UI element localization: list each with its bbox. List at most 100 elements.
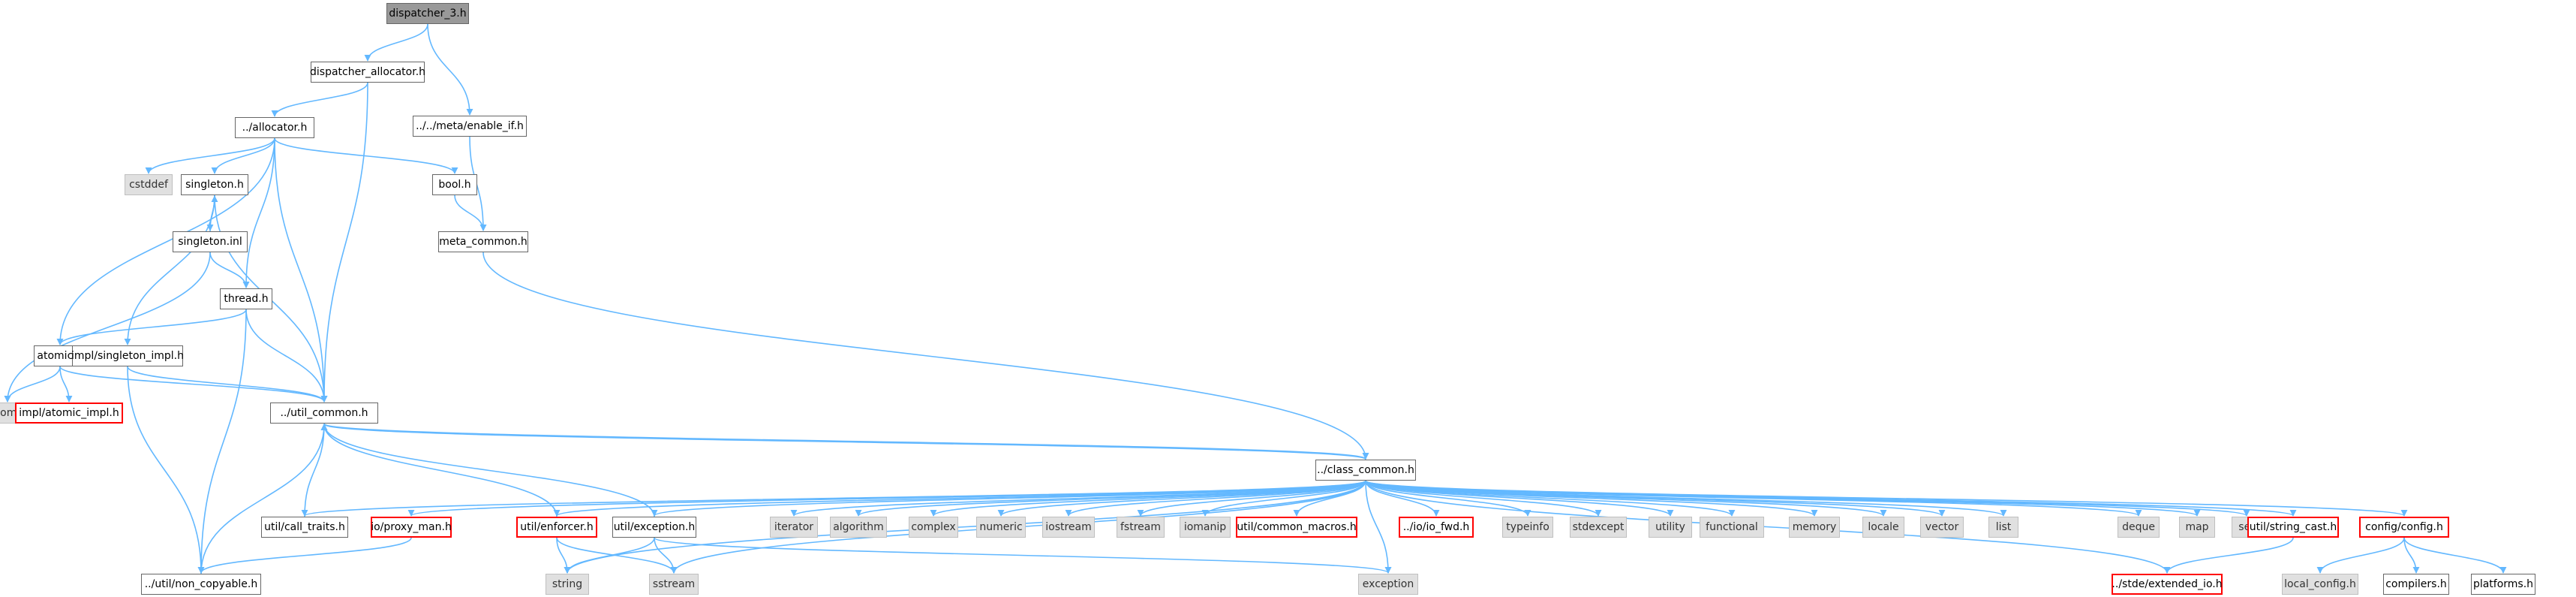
edge-allocator-to-atomic-h [56,137,275,345]
edge-dispatcher-3-to-enable-if [427,23,473,116]
edge-dispatcher-allocator-to-allocator [271,82,368,117]
node-list[interactable]: list [1988,517,2018,538]
edge-util-common-to-class-common [323,423,1369,460]
edge-class-common-to-utility [1365,480,1674,517]
edge-singleton-inl-to-atomic [4,252,211,403]
edge-class-common-to-fstream [1137,480,1366,517]
edge-class-common-to-list [1365,480,2007,517]
node-meta-common[interactable]: meta_common.h [438,231,528,252]
edge-bool-to-meta-common [454,194,487,231]
node-map[interactable]: map [2179,517,2215,538]
node-string[interactable]: string [546,574,589,595]
node-utility[interactable]: utility [1649,517,1692,538]
node-iomanip[interactable]: iomanip [1180,517,1231,538]
node-allocator[interactable]: ../allocator.h [235,117,314,138]
node-exception-h[interactable]: util/exception.h [612,517,696,538]
node-algorithm[interactable]: algorithm [830,517,887,538]
edge-meta-common-to-class-common [482,252,1369,460]
node-singleton-inl[interactable]: singleton.inl [173,231,248,252]
edge-class-common-to-io-fwd [1365,480,1440,517]
node-enforcer[interactable]: util/enforcer.h [516,517,597,538]
edge-call-traits-to-util-common [304,424,328,517]
node-numeric[interactable]: numeric [976,517,1026,538]
node-class-common[interactable]: ../class_common.h [1315,460,1416,481]
edge-exception-h-to-util-common [320,424,655,517]
node-io-fwd[interactable]: ../io/io_fwd.h [1399,517,1474,538]
edge-allocator-to-singleton [211,137,275,174]
node-non-copyable[interactable]: ../util/non_copyable.h [141,574,261,595]
node-locale[interactable]: locale [1862,517,1904,538]
edge-class-common-to-string-cast [1365,480,2297,517]
node-enable-if[interactable]: ../../meta/enable_if.h [413,116,527,137]
node-platforms[interactable]: platforms.h [2471,574,2535,595]
edge-singleton-impl-to-util-common [127,366,328,403]
node-complex[interactable]: complex [909,517,958,538]
edge-config-to-compilers [2403,537,2420,574]
edge-non-copyable-to-util-common [200,424,328,574]
node-extended-io[interactable]: ../stde/extended_io.h [2112,574,2223,595]
edge-exception-h-to-string [564,537,655,574]
node-sstream[interactable]: sstream [649,574,699,595]
node-atomic-impl[interactable]: impl/atomic_impl.h [15,403,123,424]
edge-dispatcher-allocator-to-util-common [320,82,368,403]
edge-singleton-impl-to-non-copyable [127,366,205,574]
edge-string-cast-to-extended-io [2163,537,2294,574]
edge-atomic-h-to-atomic-impl [59,366,73,403]
node-iostream[interactable]: iostream [1042,517,1095,538]
node-singleton-impl[interactable]: impl/singleton_impl.h [71,345,184,366]
edge-allocator-to-cstddef [145,137,275,174]
node-deque[interactable]: deque [2118,517,2160,538]
node-config[interactable]: config/config.h [2359,517,2449,538]
edge-thread-to-atomic-h [56,309,247,345]
edge-class-common-to-extended-io [1365,480,2171,574]
node-common-macros[interactable]: util/common_macros.h [1236,517,1357,538]
edge-singleton-inl-to-thread [209,252,250,288]
node-dispatcher-allocator[interactable]: dispatcher_allocator.h [310,62,425,83]
edge-class-common-to-complex [930,480,1366,517]
node-typeinfo[interactable]: typeinfo [1502,517,1553,538]
node-util-common[interactable]: ../util_common.h [270,403,378,424]
node-vector[interactable]: vector [1920,517,1964,538]
edge-allocator-to-util-common [274,137,328,403]
edge-class-common-to-stdexcept [1365,480,1602,517]
edge-proxy-man-to-non-copyable [197,537,412,574]
edge-allocator-to-thread [242,137,275,288]
node-cstddef[interactable]: cstddef [125,174,173,195]
edge-thread-to-non-copyable [197,309,247,574]
edge-atomic-h-to-atomic [4,366,61,403]
node-dispatcher-3[interactable]: dispatcher_3.h [386,3,469,24]
edge-exception-h-to-sstream [654,537,678,574]
node-compilers[interactable]: compilers.h [2383,574,2449,595]
edge-class-common-to-numeric [997,480,1366,517]
edge-class-common-to-functional [1365,480,1736,517]
node-exception[interactable]: exception [1358,574,1418,595]
node-memory[interactable]: memory [1789,517,1840,538]
node-bool[interactable]: bool.h [432,174,477,195]
node-string-cast[interactable]: util/string_cast.h [2247,517,2339,538]
node-call-traits[interactable]: util/call_traits.h [261,517,348,538]
edge-class-common-to-exception [1365,480,1392,574]
node-functional[interactable]: functional [1700,517,1764,538]
edge-class-common-to-iostream [1065,480,1366,517]
node-proxy-man[interactable]: io/proxy_man.h [371,517,452,538]
node-stdexcept[interactable]: stdexcept [1570,517,1627,538]
edge-enforcer-to-util-common [320,424,558,517]
edge-config-to-platforms [2403,537,2507,574]
edge-class-common-to-exception-h [651,480,1366,517]
edge-class-common-to-util-common [320,424,1366,460]
edge-class-common-to-config [1365,480,2408,517]
node-iterator[interactable]: iterator [770,517,818,538]
edge-class-common-to-typeinfo [1365,480,1531,517]
node-singleton[interactable]: singleton.h [181,174,248,195]
edge-enforcer-to-sstream [556,537,678,574]
edge-thread-to-util-common [245,309,328,403]
edge-config-to-local-config [2316,537,2405,574]
edge-allocator-to-bool [274,137,458,174]
edge-dispatcher-3-to-dispatcher-allocator [364,23,428,62]
node-fstream[interactable]: fstream [1117,517,1165,538]
node-local-config[interactable]: local_config.h [2282,574,2358,595]
node-thread[interactable]: thread.h [220,288,272,309]
edge-exception-h-to-exception [654,537,1392,574]
